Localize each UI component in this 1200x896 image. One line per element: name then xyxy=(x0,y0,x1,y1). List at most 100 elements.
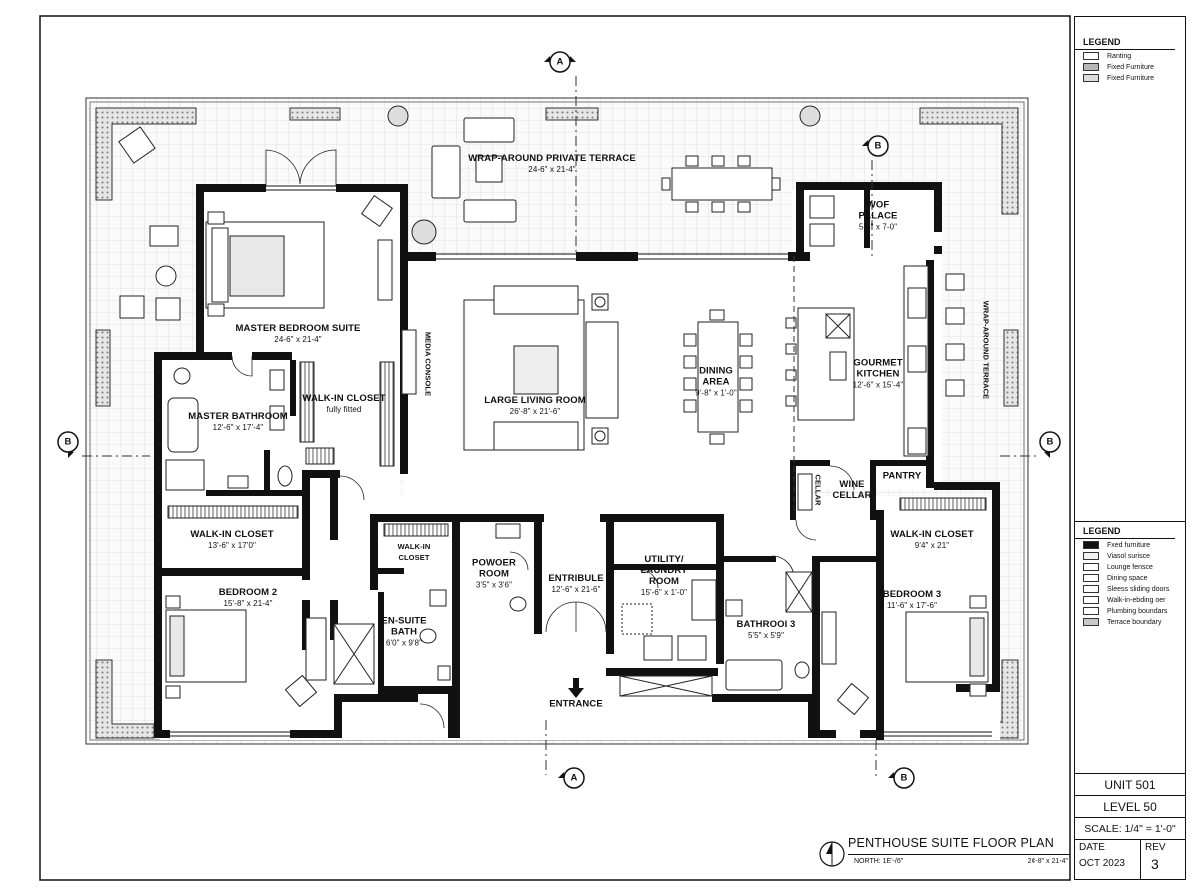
legend-bottom-swatch xyxy=(1083,618,1099,626)
legend-bottom-label: Lounge fensce xyxy=(1107,563,1153,571)
room-label-cellar: CELLAR xyxy=(813,474,823,506)
section-b-bottom-label: B xyxy=(900,772,908,784)
legend-top-title: LEGEND xyxy=(1075,35,1175,50)
rev-cell: REV 3 xyxy=(1141,840,1185,880)
date-label: DATE xyxy=(1079,842,1105,853)
legend-top-label: Fixed Furniture xyxy=(1107,74,1155,82)
legend-top-item: Fixed Furniture xyxy=(1075,61,1185,72)
room-label-pantry: PANTRY xyxy=(882,470,922,482)
section-lines xyxy=(82,76,1036,776)
bedroom2-furniture xyxy=(165,595,327,708)
section-b-top-label: B xyxy=(874,140,882,152)
legend-top-label: Fixed Furniture xyxy=(1107,63,1155,71)
legend-bottom-title: LEGEND xyxy=(1075,524,1175,539)
room-label-closet-small: WALK-IN CLOSET xyxy=(397,542,431,562)
legend-bottom-label: Dining space xyxy=(1107,574,1148,582)
living-room-furniture xyxy=(463,285,619,451)
legend-bottom-label: Walk-in-ebding oer xyxy=(1107,596,1166,604)
section-b-right-label: B xyxy=(1046,436,1054,448)
terrace-furniture xyxy=(118,117,965,397)
rev-label: REV xyxy=(1145,842,1166,853)
legend-bottom-label: Terrace boundary xyxy=(1107,618,1162,626)
legend-top-label: Ranting xyxy=(1107,52,1132,60)
legend-bottom-label: Fxed furniture xyxy=(1107,541,1151,549)
legend-bottom-swatch xyxy=(1083,585,1099,593)
legend-bottom-swatch xyxy=(1083,541,1099,549)
unit-number: UNIT 501 xyxy=(1075,773,1185,796)
date-rev-block: DATE OCT 2023 REV 3 xyxy=(1075,839,1185,880)
legend-bottom-label: Viasol surisce xyxy=(1107,552,1151,560)
drawing-scale: SCALE: 1/4" = 1'-0" xyxy=(1075,817,1185,840)
kitchen-fixtures xyxy=(785,195,929,511)
dining-furniture xyxy=(683,309,753,445)
bedroom3-furniture xyxy=(821,595,989,716)
legend-bottom-label: Sleess sliding doors xyxy=(1107,585,1170,593)
legend-top-item: Fixed Furniture xyxy=(1075,72,1185,83)
overall-dimension: 2¢-8" x 21-4" xyxy=(1027,858,1068,865)
walls xyxy=(154,182,1000,740)
legend-bottom-item: Dining space xyxy=(1075,572,1185,583)
bath-fixtures xyxy=(333,523,813,691)
legend-bottom-item: Fxed furniture xyxy=(1075,539,1185,550)
level-number: LEVEL 50 xyxy=(1075,795,1185,818)
laundry-fixtures xyxy=(619,579,717,697)
legend-bottom-item: Viasol surisce xyxy=(1075,550,1185,561)
legend-bottom-swatch xyxy=(1083,563,1099,571)
legend-top-swatch xyxy=(1083,63,1099,71)
door-swings xyxy=(231,149,855,729)
legend-bottom-item: Lounge fensce xyxy=(1075,561,1185,572)
glazing xyxy=(170,185,992,737)
legend-bottom-item: Terrace boundary xyxy=(1075,616,1185,627)
sheet-title: PENTHOUSE SUITE FLOOR PLAN xyxy=(848,836,1054,850)
legend-bottom-item: Sleess sliding doors xyxy=(1075,583,1185,594)
legend-top-item: Ranting xyxy=(1075,50,1185,61)
legend-bottom-item: Walk-in-ebding oer xyxy=(1075,594,1185,605)
room-label-entrance: ENTRANCE xyxy=(549,698,603,710)
room-label-media-console: MEDIA CONSOLE xyxy=(423,331,433,397)
rev-value: 3 xyxy=(1151,856,1159,872)
legend-bottom-swatch xyxy=(1083,607,1099,615)
closet-rails xyxy=(167,361,987,537)
north-note: NORTH: 1E'-/6" xyxy=(854,858,904,865)
room-label-wine-cellar: WINE CELLAR xyxy=(832,479,872,501)
legend-top-swatch xyxy=(1083,74,1099,82)
legend-bottom-label: Plumbing boundars xyxy=(1107,607,1168,615)
title-block: PENTHOUSE SUITE FLOOR PLAN NORTH: 1E'-/6… xyxy=(818,834,1070,880)
section-b-left-label: B xyxy=(64,436,72,448)
legend-bottom-swatch xyxy=(1083,552,1099,560)
date-cell: DATE OCT 2023 xyxy=(1075,840,1141,880)
entrance-arrow-icon xyxy=(568,678,584,698)
section-a-bottom-label: A xyxy=(570,772,578,784)
sheet-border xyxy=(39,15,1071,881)
room-label-wraparound-side: WRAP-AROUND TERRACE xyxy=(981,300,991,400)
section-a-top-label: A xyxy=(556,56,564,68)
legend-bottom-swatch xyxy=(1083,596,1099,604)
legend-top-swatch xyxy=(1083,52,1099,60)
legend-bottom-item: Plumbing boundars xyxy=(1075,605,1185,616)
legend-bottom-swatch xyxy=(1083,574,1099,582)
